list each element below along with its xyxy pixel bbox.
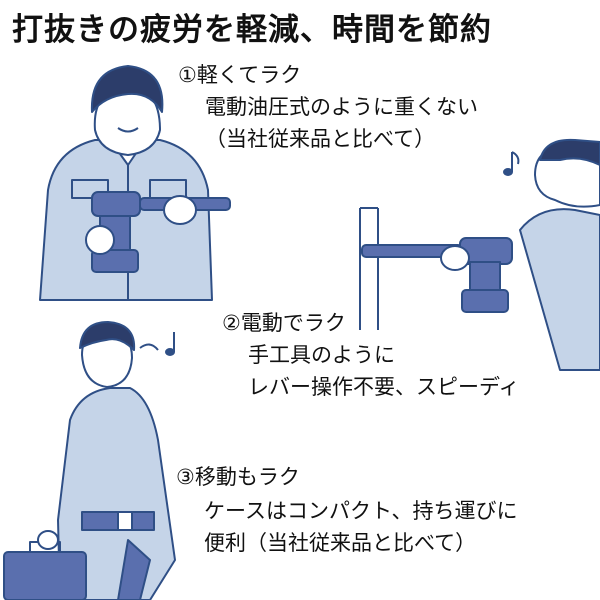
point-1-line-1: 電動油圧式のように重くない <box>205 95 478 119</box>
point-1-line-2: （当社従来品と比べて） <box>205 127 436 151</box>
worker-at-wall-illustration <box>359 138 600 371</box>
point-3-line-1: ケースはコンパクト、持ち運びに <box>204 499 518 523</box>
music-note-icon <box>139 332 175 356</box>
worker-carrying-case-illustration <box>3 321 176 600</box>
point-2-heading: ②電動でラク <box>222 311 346 335</box>
point-1-heading: ①軽くてラク <box>178 63 302 87</box>
point-3-line-2: 便利（当社従来品と比べて） <box>204 531 477 555</box>
point-2-line-1: 手工具のように <box>248 343 395 367</box>
point-2-line-2: レバー操作不要、スピーディ <box>248 375 520 399</box>
point-3-heading: ③移動もラク <box>176 465 300 489</box>
worker-holding-tool-illustration <box>39 65 231 301</box>
music-note-icon <box>503 151 520 176</box>
page-title: 打抜きの疲労を軽減、時間を節約 <box>12 12 492 48</box>
